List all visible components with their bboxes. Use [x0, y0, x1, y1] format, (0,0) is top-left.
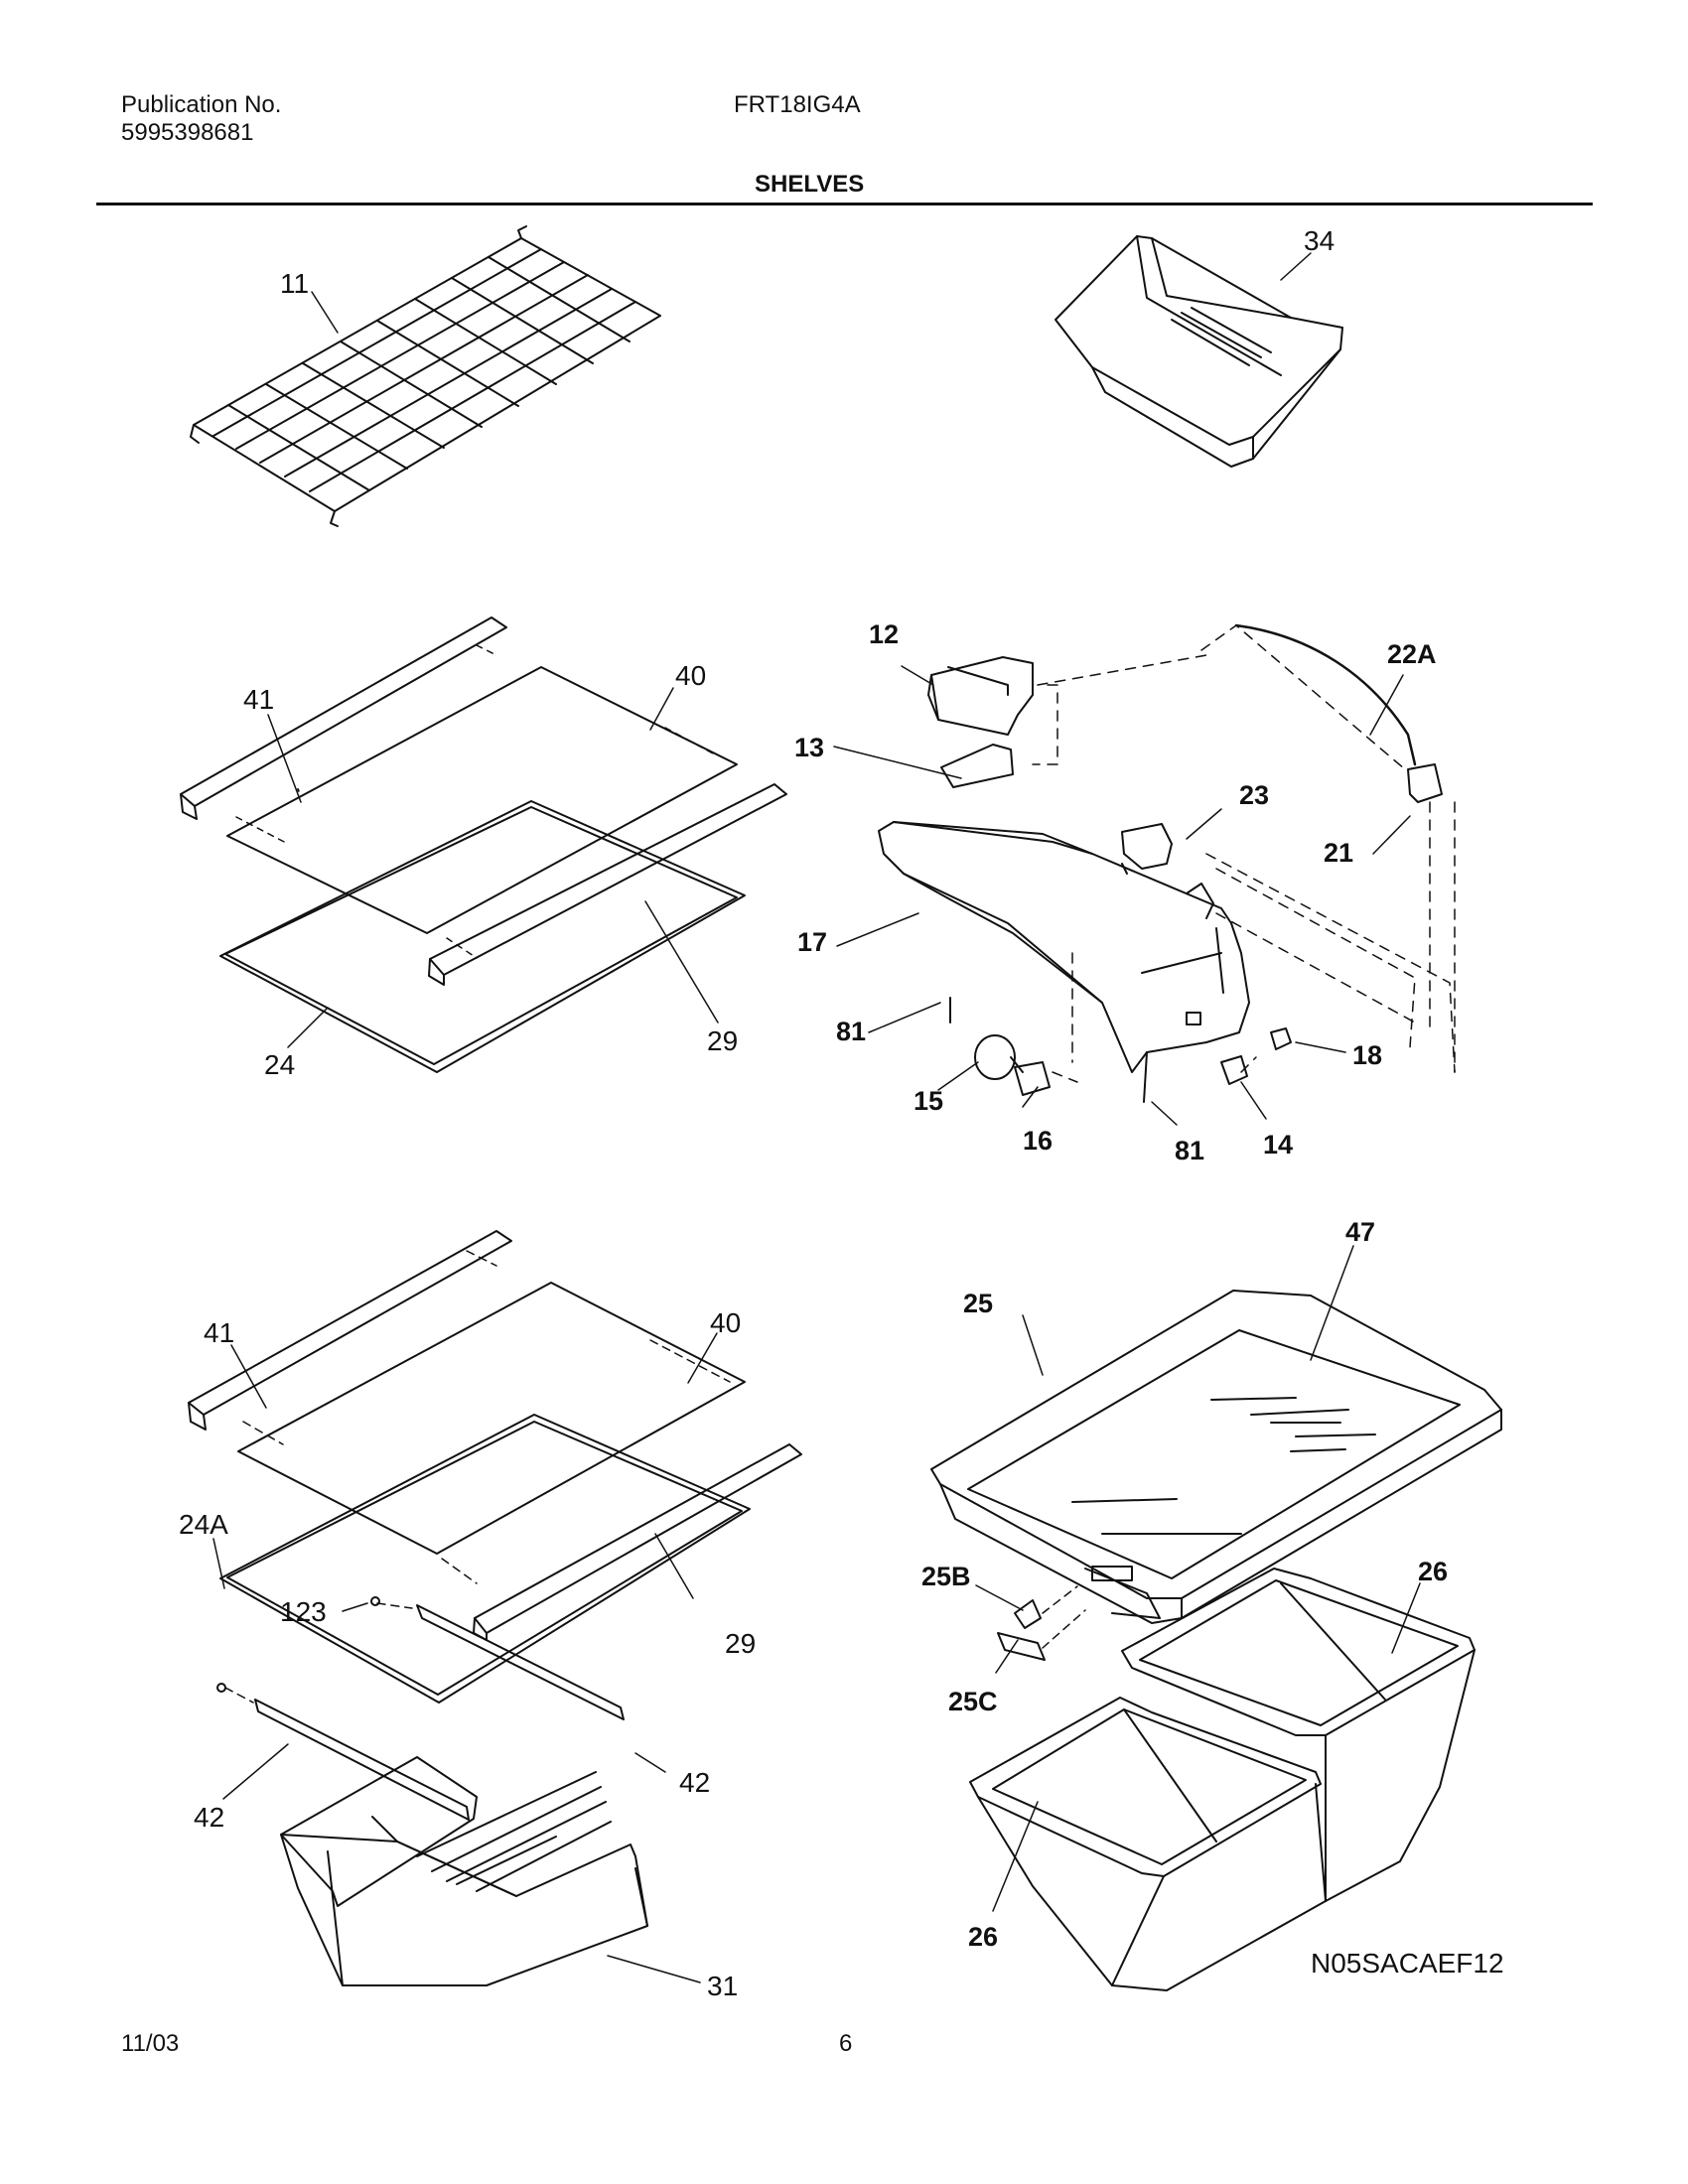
revision-date: 11/03	[121, 2030, 180, 2057]
callout-16: 16	[1023, 1126, 1053, 1156]
callout-42-right: 42	[679, 1767, 710, 1798]
callout-40-lower: 40	[710, 1307, 741, 1338]
crisper-assembly	[930, 1290, 1502, 1991]
callout-42-left: 42	[194, 1802, 224, 1833]
publication-number: 5995398681	[121, 119, 254, 146]
bin-part	[1055, 235, 1343, 468]
glass-shelf-assembly-upper	[180, 616, 787, 1073]
callout-25: 25	[963, 1289, 993, 1318]
page-number: 6	[839, 2030, 853, 2057]
callout-41-lower: 41	[204, 1317, 234, 1348]
callout-11: 11	[280, 268, 309, 299]
callout-17: 17	[797, 927, 827, 957]
callout-25b: 25B	[921, 1562, 971, 1591]
header-rule	[96, 203, 1593, 205]
callout-123: 123	[280, 1596, 327, 1627]
publication-label: Publication No.	[121, 91, 282, 118]
callout-22a: 22A	[1387, 639, 1437, 669]
light-housing-assembly	[878, 656, 1443, 1103]
callout-23: 23	[1239, 780, 1269, 810]
glass-shelf-assembly-lower	[188, 1230, 802, 1986]
callout-15: 15	[914, 1086, 943, 1116]
callout-47: 47	[1345, 1217, 1375, 1247]
callout-81-left: 81	[836, 1017, 866, 1046]
callout-40-upper: 40	[675, 660, 706, 691]
model-number: FRT18IG4A	[734, 91, 861, 118]
callout-31: 31	[707, 1971, 738, 2001]
callout-18: 18	[1352, 1040, 1382, 1070]
callout-21: 21	[1324, 838, 1353, 868]
callout-26-left: 26	[968, 1922, 998, 1952]
wire-shelf-part	[190, 225, 661, 527]
callout-24a: 24A	[179, 1509, 228, 1540]
callout-29-upper: 29	[707, 1025, 738, 1056]
section-title: SHELVES	[755, 171, 865, 198]
callout-41-upper: 41	[243, 684, 274, 715]
callout-29-lower: 29	[725, 1628, 756, 1659]
callout-81-right: 81	[1175, 1136, 1204, 1165]
callout-12: 12	[869, 619, 899, 649]
callout-26-right: 26	[1418, 1557, 1448, 1586]
callout-24: 24	[264, 1049, 295, 1080]
callout-34: 34	[1304, 225, 1335, 256]
callout-13: 13	[794, 733, 824, 762]
callout-25c: 25C	[948, 1687, 998, 1716]
drawing-code: N05SACAEF12	[1311, 1948, 1504, 1979]
callout-14: 14	[1263, 1130, 1293, 1160]
